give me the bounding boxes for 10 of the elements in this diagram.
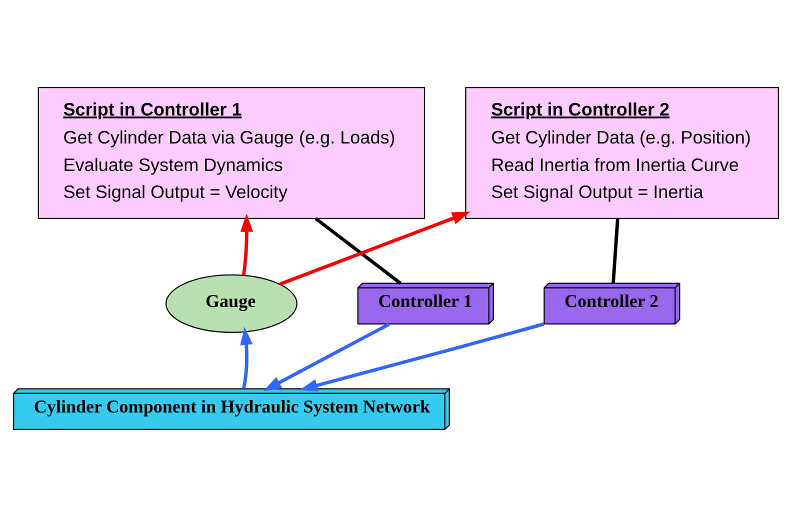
arrow (240, 214, 254, 276)
arrow (279, 212, 470, 286)
node-box: Script in Controller 1 Get Cylinder Data via Gauge (e.g. Loads) Evaluate System Dynamics Set Signal Output = Velocity (38, 86, 426, 220)
arrow (263, 322, 390, 392)
node-box: Script in Controller 2 Get Cylinder Data (e.g. Position) Read Inertia from Inertia Curve Set Signal Output = Inertia (465, 86, 779, 220)
arrow (240, 326, 253, 389)
arrow (299, 322, 544, 392)
connector (314, 217, 402, 285)
node-ellipse: Gauge (165, 274, 298, 333)
connector (612, 218, 620, 284)
